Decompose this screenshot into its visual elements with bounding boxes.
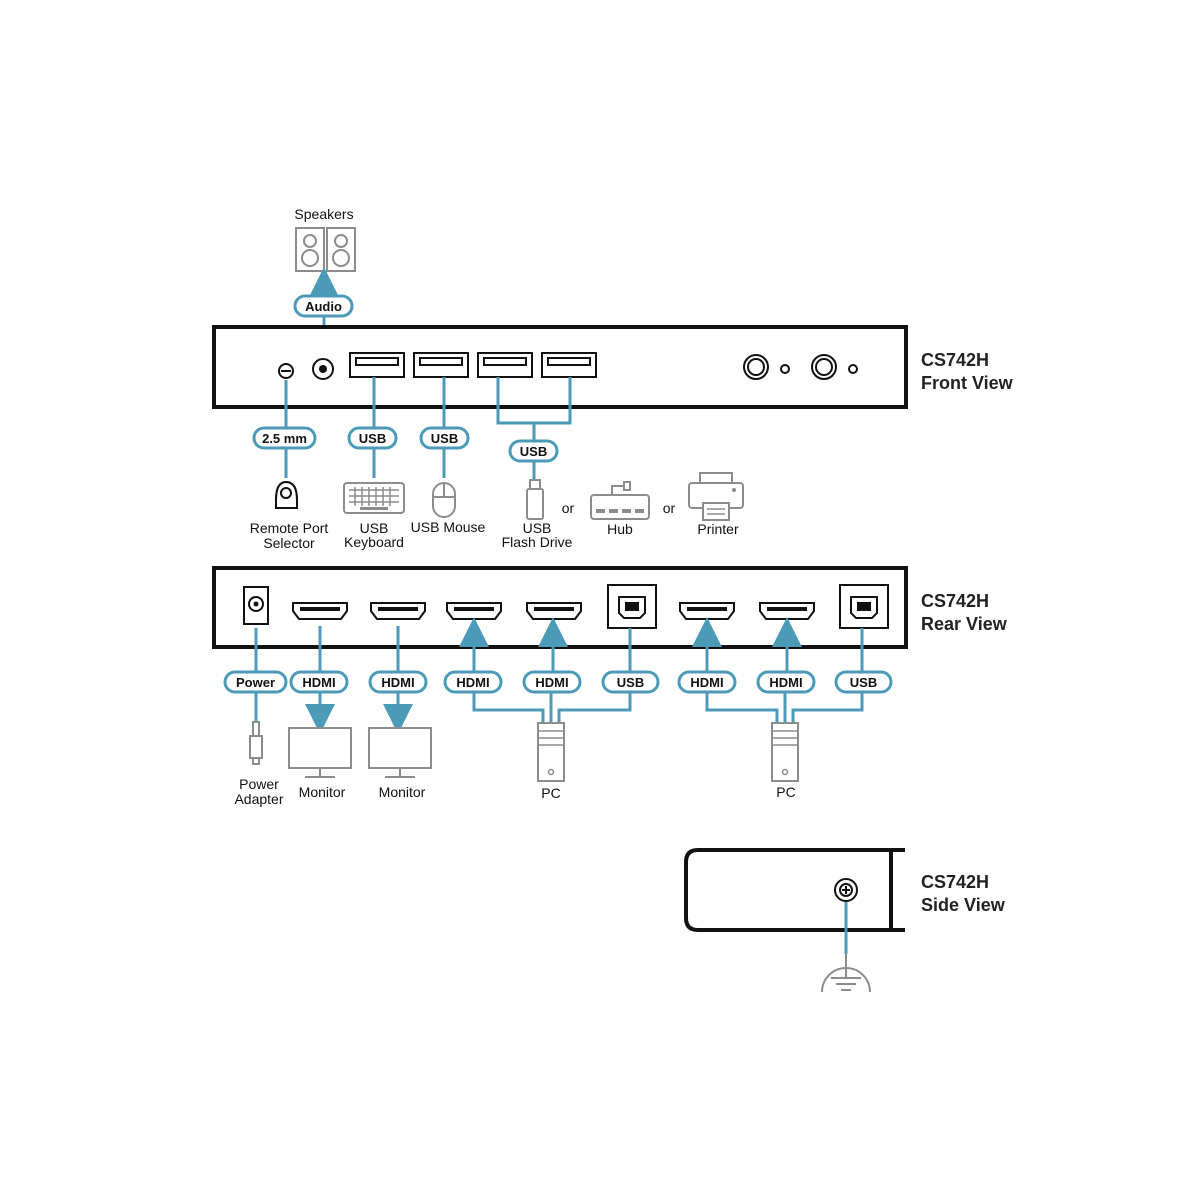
- hdmi-port-1: [292, 602, 348, 620]
- port-select-button-2: [811, 354, 858, 380]
- usb-port-mouse: [413, 352, 469, 378]
- usb-keyboard-tag: USB: [347, 426, 398, 450]
- front-model-title: CS742H: [921, 350, 989, 370]
- hdmi-port-2: [370, 602, 426, 620]
- hdmi-port-5: [679, 602, 735, 620]
- svg-text:HDMI: HDMI: [535, 675, 568, 690]
- flash-label-2: Flash Drive: [502, 534, 573, 550]
- usb-port-shared-1: [477, 352, 533, 378]
- usb-tag-2: USB: [834, 670, 893, 694]
- printer-label: Printer: [697, 521, 739, 537]
- svg-text:USB: USB: [850, 675, 877, 690]
- speakers-icon: [295, 227, 356, 272]
- mouse-icon: [432, 482, 456, 518]
- svg-text:USB: USB: [520, 444, 547, 459]
- svg-text:HDMI: HDMI: [381, 675, 414, 690]
- audio-jack: [312, 358, 334, 380]
- hdmi-port-6: [759, 602, 815, 620]
- usb-b-port-1: [607, 584, 657, 629]
- hdmi-tag-6: HDMI: [756, 670, 816, 694]
- svg-text:USB: USB: [431, 431, 458, 446]
- remote-selector-icon: [275, 480, 298, 509]
- hdmi-tag-2: HDMI: [368, 670, 428, 694]
- remote-label-2: Selector: [263, 535, 315, 551]
- usb-shared-tag: USB: [508, 439, 559, 463]
- or-label-1: or: [562, 500, 575, 516]
- monitor-icon-1: [288, 727, 352, 778]
- power-adapter-label-1: Power: [239, 776, 279, 792]
- usb-tag-1: USB: [601, 670, 660, 694]
- keyboard-icon: [343, 482, 405, 514]
- flash-drive-icon: [526, 479, 544, 520]
- svg-text:HDMI: HDMI: [456, 675, 489, 690]
- rear-model-title: CS742H: [921, 591, 989, 611]
- monitor-icon-2: [368, 727, 432, 778]
- ground-symbol-icon: [821, 954, 871, 993]
- or-label-2: or: [663, 500, 676, 516]
- pc-tower-icon-2: [771, 722, 799, 782]
- svg-text:HDMI: HDMI: [769, 675, 802, 690]
- hdmi-port-3: [446, 602, 502, 620]
- printer-icon: [688, 472, 744, 521]
- usb-port-shared-2: [541, 352, 597, 378]
- audio-tag: Audio: [293, 294, 354, 318]
- keyboard-label-2: Keyboard: [344, 534, 404, 550]
- mouse-label: USB Mouse: [411, 519, 486, 535]
- remote-port: [278, 363, 294, 379]
- monitor-label-2: Monitor: [379, 784, 426, 800]
- side-view-title: Side View: [921, 895, 1006, 915]
- rear-view-title: Rear View: [921, 614, 1008, 634]
- pc1-bus-1: [472, 692, 545, 722]
- svg-text:Power: Power: [236, 675, 275, 690]
- svg-text:USB: USB: [617, 675, 644, 690]
- keyboard-label-1: USB: [360, 520, 389, 536]
- pc-label-2: PC: [776, 784, 795, 800]
- power-adapter-label-2: Adapter: [234, 791, 283, 807]
- power-adapter-icon: [249, 721, 263, 765]
- hdmi-tag-4: HDMI: [522, 670, 582, 694]
- hdmi-port-4: [526, 602, 582, 620]
- hdmi-tag-1: HDMI: [289, 670, 349, 694]
- ground-screw: [834, 878, 858, 902]
- usb-port-keyboard: [349, 352, 405, 378]
- remote-tag: 2.5 mm: [252, 426, 317, 450]
- svg-text:HDMI: HDMI: [302, 675, 335, 690]
- flash-label-1: USB: [523, 520, 552, 536]
- power-tag: Power: [223, 670, 288, 694]
- pc2-bus-3: [791, 692, 864, 722]
- svg-text:2.5 mm: 2.5 mm: [262, 431, 307, 446]
- svg-text:USB: USB: [359, 431, 386, 446]
- monitor-label-1: Monitor: [299, 784, 346, 800]
- side-panel: [684, 848, 905, 932]
- side-model-title: CS742H: [921, 872, 989, 892]
- usb-mouse-tag: USB: [419, 426, 470, 450]
- port-select-button-1: [743, 354, 790, 380]
- hub-icon: [590, 481, 650, 520]
- pc1-bus-3: [557, 692, 632, 722]
- pc2-bus-1: [705, 692, 779, 722]
- front-view-title: Front View: [921, 373, 1014, 393]
- remote-label-1: Remote Port: [250, 520, 329, 536]
- pc-tower-icon-1: [537, 722, 565, 782]
- hdmi-tag-5: HDMI: [677, 670, 737, 694]
- hub-label: Hub: [607, 521, 633, 537]
- svg-text:HDMI: HDMI: [690, 675, 723, 690]
- usb-b-port-2: [839, 584, 889, 629]
- hdmi-tag-3: HDMI: [443, 670, 503, 694]
- power-jack: [243, 586, 269, 625]
- pc-label-1: PC: [541, 785, 560, 801]
- speakers-label: Speakers: [294, 206, 353, 222]
- svg-text:Audio: Audio: [305, 299, 342, 314]
